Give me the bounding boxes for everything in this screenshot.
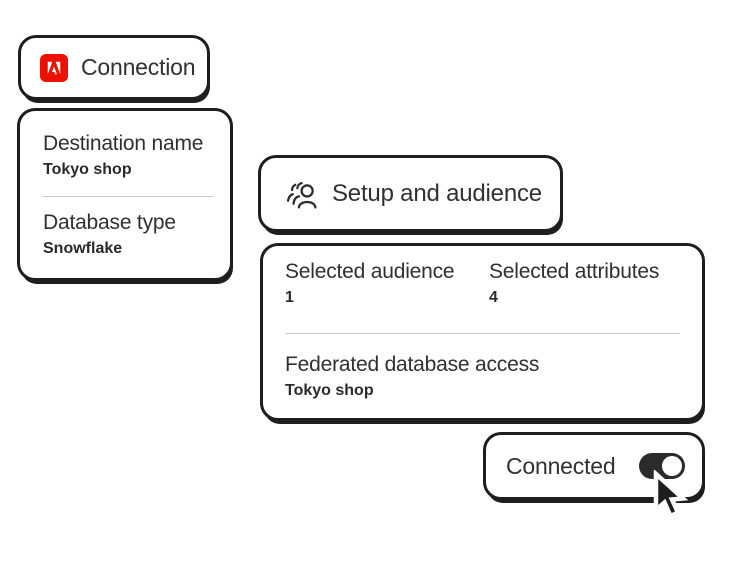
toggle-knob [662,456,682,476]
federated-access-field: Federated database access Tokyo shop [285,352,680,400]
federated-access-value: Tokyo shop [285,382,374,399]
selected-attributes-label: Selected attributes [489,260,660,283]
selected-audience-value: 1 [285,289,294,306]
database-type-value: Snowflake [43,240,123,257]
federated-access-label: Federated database access [285,353,540,376]
selected-attributes-stat: Selected attributes 4 [489,259,680,307]
audience-summary-card: Selected audience 1 Selected attributes … [260,243,705,421]
database-type-label: Database type [43,211,176,234]
connection-step-title: Connection [81,54,196,80]
selected-audience-label: Selected audience [285,260,455,283]
setup-audience-title: Setup and audience [332,179,542,207]
selected-audience-stat: Selected audience 1 [285,259,489,307]
divider [285,333,680,334]
connected-label: Connected [506,452,616,479]
connection-step-card: Connection [18,35,210,100]
adobe-logo-icon [40,53,68,82]
summary-stats-row: Selected audience 1 Selected attributes … [285,259,680,307]
destination-details-card: Destination name Tokyo shop Database typ… [17,108,233,281]
audience-icon [285,177,320,210]
divider [43,196,214,197]
database-type-field: Database type Snowflake [43,210,214,258]
selected-attributes-value: 4 [489,289,498,306]
setup-audience-step-card: Setup and audience [258,155,563,232]
destination-name-value: Tokyo shop [43,161,132,178]
connected-toggle[interactable] [639,453,685,479]
connection-status-card: Connected [483,432,705,500]
destination-name-field: Destination name Tokyo shop [43,131,214,179]
destination-name-label: Destination name [43,132,204,155]
